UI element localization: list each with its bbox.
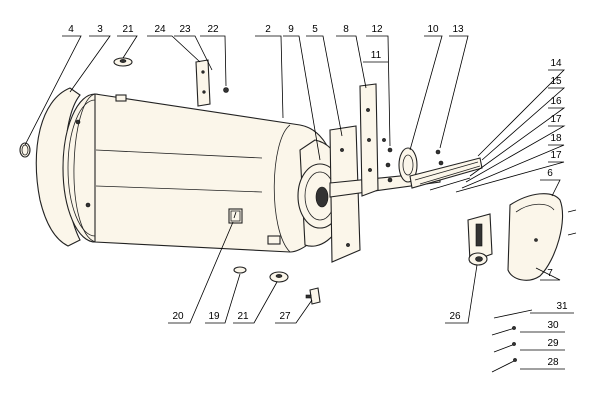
part-7-cover-screws [567, 209, 577, 236]
label-9: 9 [288, 24, 294, 35]
label-23: 23 [179, 24, 191, 35]
label-20: 20 [172, 311, 184, 322]
label-12: 12 [371, 24, 383, 35]
part-10-flange-plate [398, 147, 418, 183]
label-11: 11 [371, 50, 382, 61]
label-17-lower: 17 [550, 150, 562, 161]
part-30-wire [491, 326, 516, 336]
part-19-plug [233, 266, 247, 274]
part-16-anode [429, 177, 471, 191]
part-28-wire [491, 358, 517, 373]
label-4: 4 [68, 24, 74, 35]
part-24-top-bracket [195, 59, 211, 107]
label-17-upper: 17 [550, 114, 562, 125]
label-21-bottom: 21 [237, 311, 249, 322]
part-8-bracket [359, 83, 379, 197]
label-27: 27 [279, 311, 291, 322]
label-19: 19 [208, 311, 220, 322]
label-31: 31 [556, 301, 568, 312]
part-6-end-cover [507, 193, 564, 281]
label-3: 3 [97, 24, 103, 35]
part-12-bolts [382, 138, 393, 183]
label-21-top: 21 [122, 24, 134, 35]
part-13-screws [435, 149, 444, 166]
leader-lines [24, 35, 574, 370]
part-20-thermometer [228, 208, 243, 224]
label-22: 22 [207, 24, 219, 35]
label-16: 16 [550, 96, 562, 107]
part-4-ring [19, 142, 31, 158]
label-10: 10 [427, 24, 439, 35]
label-5: 5 [312, 24, 318, 35]
label-13: 13 [452, 24, 464, 35]
part-31-wire [493, 309, 533, 319]
part-22-screw [223, 87, 229, 93]
label-8: 8 [343, 24, 349, 35]
part-26-thermostat [467, 213, 493, 266]
label-15: 15 [550, 76, 562, 87]
part-labels: 4 3 21 24 23 22 2 9 5 8 12 11 10 13 14 1… [68, 24, 568, 368]
label-24: 24 [154, 24, 166, 35]
part-27-valve [305, 287, 321, 305]
label-28: 28 [547, 357, 559, 368]
part-2-tank-body [73, 93, 337, 253]
label-29: 29 [547, 338, 559, 349]
label-14: 14 [550, 58, 562, 69]
label-26: 26 [449, 311, 461, 322]
label-30: 30 [547, 320, 559, 331]
part-29-wire [493, 342, 516, 353]
part-14-heating-element [409, 157, 483, 189]
label-6: 6 [547, 168, 553, 179]
label-2: 2 [265, 24, 271, 35]
part-21-top-plug [113, 57, 133, 67]
part-21-bottom-plug [269, 271, 289, 283]
label-7: 7 [547, 268, 553, 279]
label-18: 18 [550, 133, 562, 144]
